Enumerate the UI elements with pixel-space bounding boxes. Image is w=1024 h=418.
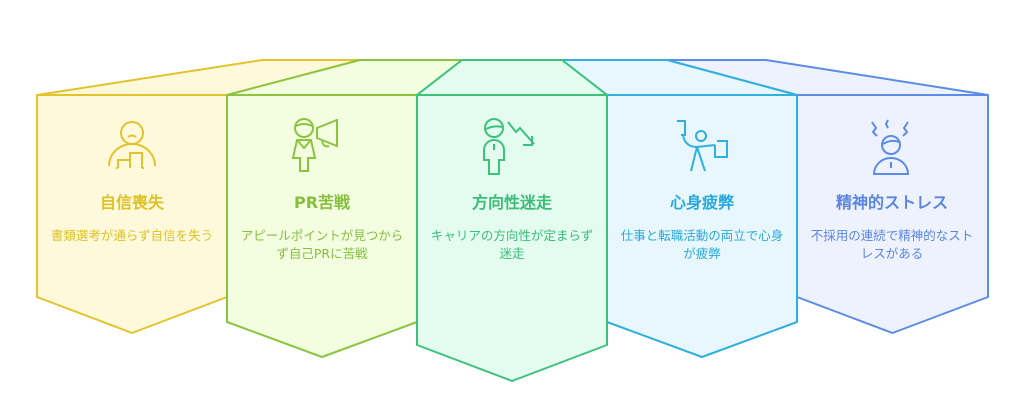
card-title: PR苦戦 bbox=[293, 193, 351, 212]
card-1-shape bbox=[36, 59, 361, 334]
person-juggling-bags-icon bbox=[677, 120, 728, 172]
card-description: キャリアの方向性が定まらず迷走 bbox=[430, 228, 594, 261]
card-description: アピールポイントが見つからず自己PRに苦戦 bbox=[240, 228, 404, 261]
card-description: 仕事と転職活動の両立で心身が疲弊 bbox=[620, 228, 784, 261]
card-title: 心身疲弊 bbox=[669, 193, 734, 212]
card-description: 不採用の連続で精神的なストレスがある bbox=[810, 228, 974, 261]
card-body bbox=[226, 94, 418, 358]
person-down-arrow-icon bbox=[483, 118, 535, 175]
card-3-shape bbox=[416, 59, 608, 382]
card-title: 精神的ストレス bbox=[835, 193, 948, 212]
card-4-shape bbox=[561, 59, 798, 358]
card-5-shape bbox=[666, 59, 989, 334]
person-at-desk-sad-icon bbox=[108, 121, 156, 169]
person-megaphone-icon bbox=[291, 118, 338, 172]
card-title: 自信喪失 bbox=[99, 193, 164, 212]
card-body bbox=[416, 94, 608, 382]
stressed-person-icon bbox=[871, 119, 910, 175]
card-title: 方向性迷走 bbox=[471, 193, 552, 212]
card-body bbox=[36, 94, 228, 334]
card-description: 書類選考が通らず自信を失う bbox=[50, 228, 214, 243]
